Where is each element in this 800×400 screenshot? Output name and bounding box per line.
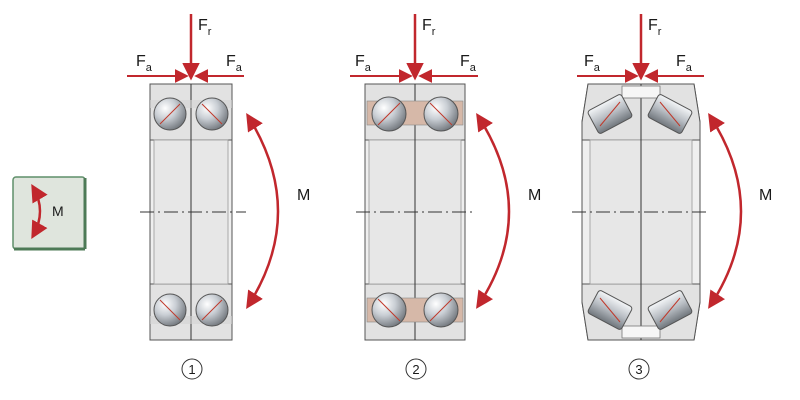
bearing-3: Fr Fa Fa M 3 bbox=[572, 14, 772, 380]
rolling-element bbox=[647, 94, 693, 134]
axial-force-label-right: Fa bbox=[226, 53, 243, 74]
rolling-element bbox=[371, 96, 407, 132]
moment-label: M bbox=[528, 187, 541, 204]
axial-force-label-left: Fa bbox=[355, 53, 372, 74]
bearing-number-circle bbox=[405, 358, 427, 380]
bearing-number-circle bbox=[628, 358, 650, 380]
bearing-number-circle bbox=[181, 358, 203, 380]
rolling-element bbox=[423, 96, 459, 132]
rolling-element bbox=[647, 290, 693, 330]
moment-arrow bbox=[708, 113, 743, 309]
rolling-element bbox=[587, 94, 633, 134]
radial-force-label: Fr bbox=[648, 17, 662, 38]
axial-force-label-right: Fa bbox=[676, 53, 693, 74]
bearing-number: 3 bbox=[635, 362, 642, 377]
moment-label: M bbox=[759, 187, 772, 204]
moment-label: M bbox=[297, 187, 310, 204]
rolling-element bbox=[153, 293, 187, 327]
moment-badge-arrow-icon bbox=[31, 183, 48, 240]
bearing-2: Fr Fa Fa M 2 bbox=[350, 14, 541, 380]
rolling-element bbox=[587, 290, 633, 330]
bearing-number: 1 bbox=[188, 362, 195, 377]
bearing-number: 2 bbox=[412, 362, 419, 377]
rolling-element bbox=[371, 292, 407, 328]
moment-badge-label: M bbox=[52, 203, 64, 219]
radial-force-label: Fr bbox=[198, 17, 212, 38]
axial-force-label-left: Fa bbox=[136, 53, 153, 74]
rolling-element bbox=[195, 293, 229, 327]
moment-arrow bbox=[476, 113, 511, 309]
rolling-element bbox=[195, 97, 229, 131]
axial-force-label-right: Fa bbox=[460, 53, 477, 74]
radial-force-label: Fr bbox=[422, 17, 436, 38]
moment-arrow bbox=[246, 113, 280, 309]
rolling-element bbox=[423, 292, 459, 328]
rolling-element bbox=[153, 97, 187, 131]
moment-badge: M bbox=[12, 176, 87, 251]
axial-force-label-left: Fa bbox=[584, 53, 601, 74]
bearing-1: Fr Fa Fa M 1 bbox=[127, 14, 310, 380]
